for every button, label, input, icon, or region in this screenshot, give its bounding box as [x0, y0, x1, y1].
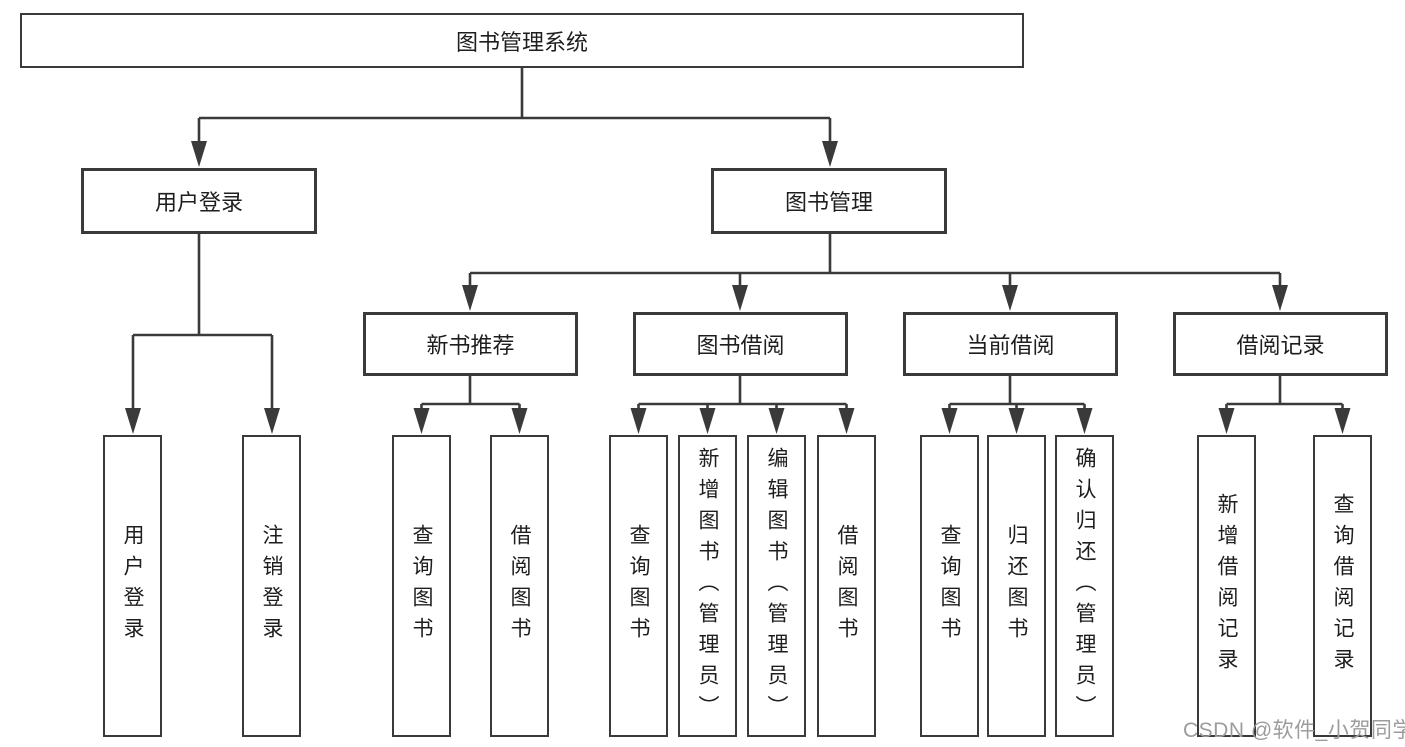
node-current-borrowing: 当前借阅: [903, 312, 1118, 376]
leaf-query-books-recommend: 查询图书: [392, 435, 451, 737]
leaf-return-books: 归还图书: [987, 435, 1046, 737]
leaf-add-books-admin: 新增图书（管理员）: [678, 435, 737, 737]
leaf-confirm-return-admin: 确认归还（管理员）: [1055, 435, 1114, 737]
leaf-borrow-books-borrowing: 借阅图书: [817, 435, 876, 737]
leaf-borrow-books-recommend: 借阅图书: [490, 435, 549, 737]
leaf-user-login: 用户登录: [103, 435, 162, 737]
node-book-management: 图书管理: [711, 168, 947, 234]
leaf-add-borrow-record: 新增借阅记录: [1197, 435, 1256, 737]
node-library-management-system: 图书管理系统: [20, 13, 1024, 68]
leaf-logout: 注销登录: [242, 435, 301, 737]
leaf-query-borrow-record: 查询借阅记录: [1313, 435, 1372, 737]
node-borrowing-records: 借阅记录: [1173, 312, 1388, 376]
node-user-login: 用户登录: [81, 168, 317, 234]
leaf-query-books-borrowing: 查询图书: [609, 435, 668, 737]
leaf-edit-books-admin: 编辑图书（管理员）: [747, 435, 806, 737]
node-new-book-recommendation: 新书推荐: [363, 312, 578, 376]
node-book-borrowing: 图书借阅: [633, 312, 848, 376]
leaf-query-books-current: 查询图书: [920, 435, 979, 737]
csdn-watermark: CSDN @软件_小贺同学: [1183, 719, 1405, 742]
